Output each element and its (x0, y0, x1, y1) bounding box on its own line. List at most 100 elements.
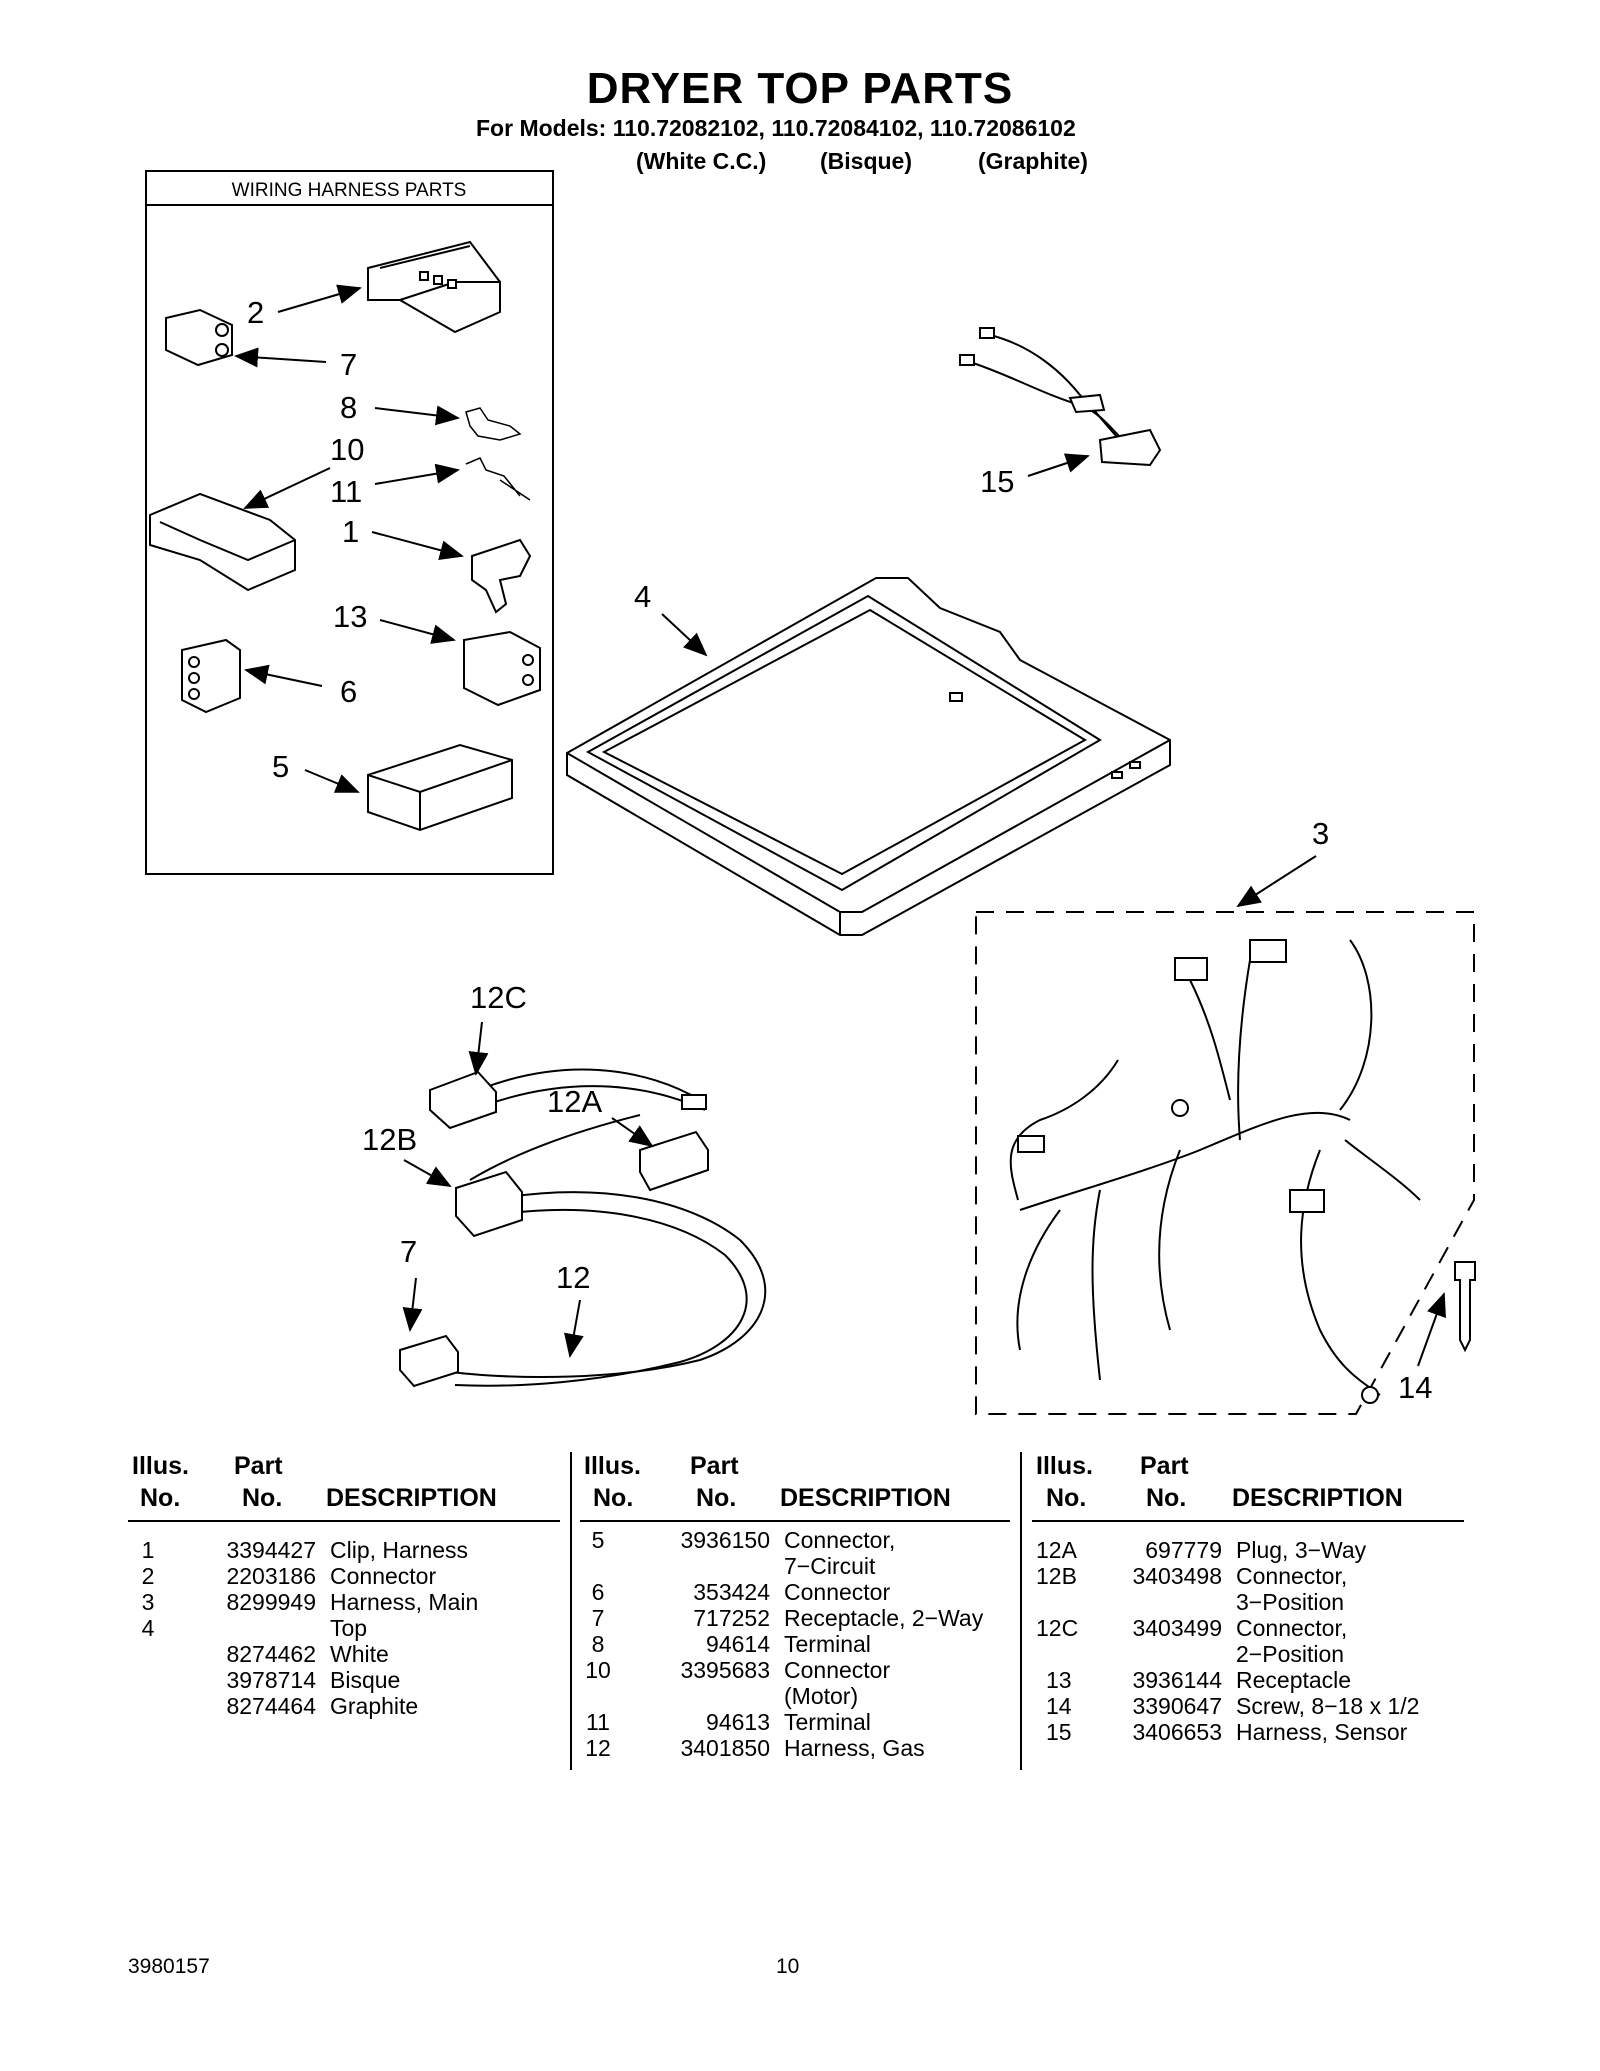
row-description: Terminal (784, 1709, 871, 1735)
column-divider (570, 1452, 572, 1770)
row-description: Screw, 8−18 x 1/2 (1236, 1693, 1420, 1719)
row-description: Graphite (330, 1693, 419, 1719)
row-part-no: 3936144 (1132, 1667, 1222, 1693)
callout-14: 14 (1398, 1370, 1432, 1405)
row-part-no: 8274464 (226, 1693, 316, 1719)
row-part-no: 353424 (693, 1579, 770, 1605)
header-illus-no: No. (1046, 1484, 1087, 1512)
callout-6: 6 (340, 674, 357, 709)
header-part-no: No. (242, 1484, 283, 1512)
column-divider (1020, 1452, 1022, 1770)
document-number: 3980157 (128, 1955, 210, 1978)
header-part: Part (1140, 1452, 1189, 1480)
part-2-connector (367, 240, 501, 334)
row-part-no: 94613 (706, 1709, 770, 1735)
row-description: Receptacle, 2−Way (784, 1605, 984, 1631)
row-illus-no: 4 (141, 1615, 155, 1641)
part-14-screw (1454, 1261, 1476, 1353)
row-illus-no: 12C (1036, 1615, 1079, 1641)
row-description: Connector (784, 1579, 891, 1605)
callout-5: 5 (272, 749, 289, 784)
row-illus-no: 11 (586, 1709, 610, 1735)
row-description: 7−Circuit (784, 1553, 876, 1579)
callout-12B: 12B (362, 1122, 417, 1157)
row-part-no: 3978714 (226, 1667, 316, 1693)
row-part-no: 3403498 (1132, 1563, 1222, 1589)
row-description: Connector, (784, 1527, 896, 1553)
row-description: Clip, Harness (330, 1537, 469, 1563)
row-description: White (330, 1641, 389, 1667)
callout-12A: 12A (547, 1084, 602, 1119)
row-description: Top (330, 1615, 368, 1641)
part-1-clip (471, 538, 532, 614)
row-description: Harness, Sensor (1236, 1719, 1408, 1745)
row-part-no: 3936150 (680, 1527, 770, 1553)
callout-3: 3 (1312, 816, 1329, 851)
row-illus-no: 6 (591, 1579, 605, 1605)
row-illus-no: 8 (591, 1631, 605, 1657)
page-title: DRYER TOP PARTS (586, 64, 1014, 113)
part-13-receptacle (463, 630, 541, 707)
part-15-sensor-harness (959, 327, 1162, 467)
row-description: Receptacle (1236, 1667, 1352, 1693)
row-illus-no: 14 (1046, 1693, 1072, 1719)
row-part-no: 3390647 (1132, 1693, 1222, 1719)
variant-graphite: (Graphite) (978, 148, 1088, 174)
header-part: Part (234, 1452, 283, 1480)
row-illus-no: 1 (141, 1537, 155, 1563)
row-part-no: 3394427 (226, 1537, 316, 1563)
header-illus: Illus. (584, 1452, 641, 1480)
page-number: 10 (776, 1955, 800, 1978)
row-description: Harness, Main (330, 1589, 479, 1615)
callout-10: 10 (330, 432, 364, 467)
part-12-gas-harness (399, 1068, 767, 1388)
part-5-connector (367, 743, 513, 832)
header-illus-no: No. (140, 1484, 181, 1512)
header-rule (580, 1520, 1010, 1522)
row-description: Connector, (1236, 1563, 1348, 1589)
callout-11: 11 (330, 474, 362, 509)
row-part-no: 3401850 (680, 1735, 770, 1761)
inset-title: WIRING HARNESS PARTS (232, 180, 467, 201)
header-rule (1032, 1520, 1464, 1522)
header-rule (128, 1520, 560, 1522)
callout-15: 15 (980, 464, 1014, 499)
row-part-no: 3406653 (1132, 1719, 1222, 1745)
row-illus-no: 12A (1036, 1537, 1077, 1563)
row-part-no: 3403499 (1132, 1615, 1222, 1641)
row-description: 2−Position (1236, 1641, 1345, 1667)
row-illus-no: 2 (141, 1563, 155, 1589)
callout-8: 8 (340, 390, 357, 425)
models-line: For Models: 110.72082102, 110.72084102, … (476, 115, 1076, 141)
row-description: Connector, (1236, 1615, 1348, 1641)
header-illus-no: No. (593, 1484, 634, 1512)
row-illus-no: 5 (591, 1527, 605, 1553)
row-description: Harness, Gas (784, 1735, 925, 1761)
part-4-top-panel (566, 577, 1171, 936)
row-description: 3−Position (1236, 1589, 1345, 1615)
row-illus-no: 12B (1036, 1563, 1077, 1589)
row-part-no: 3395683 (680, 1657, 770, 1683)
row-description: Plug, 3−Way (1236, 1537, 1367, 1563)
row-part-no: 8274462 (226, 1641, 316, 1667)
row-illus-no: 12 (585, 1735, 611, 1761)
header-description: DESCRIPTION (326, 1484, 497, 1512)
row-part-no: 2203186 (226, 1563, 316, 1589)
row-illus-no: 7 (591, 1605, 605, 1631)
row-illus-no: 3 (141, 1589, 155, 1615)
row-illus-no: 13 (1046, 1667, 1072, 1693)
variant-white: (White C.C.) (636, 148, 767, 174)
row-description: Connector (784, 1657, 891, 1683)
part-8-terminal (465, 407, 522, 441)
header-part: Part (690, 1452, 739, 1480)
callout-4: 4 (634, 579, 651, 614)
header-description: DESCRIPTION (780, 1484, 951, 1512)
part-11-terminal (465, 457, 531, 501)
callout-1: 1 (342, 514, 359, 549)
row-part-no: 697779 (1145, 1537, 1222, 1563)
callout-12C: 12C (470, 980, 527, 1015)
row-part-no: 717252 (693, 1605, 770, 1631)
part-6-connector (181, 638, 241, 714)
callout-2: 2 (247, 295, 264, 330)
header-illus: Illus. (132, 1452, 189, 1480)
